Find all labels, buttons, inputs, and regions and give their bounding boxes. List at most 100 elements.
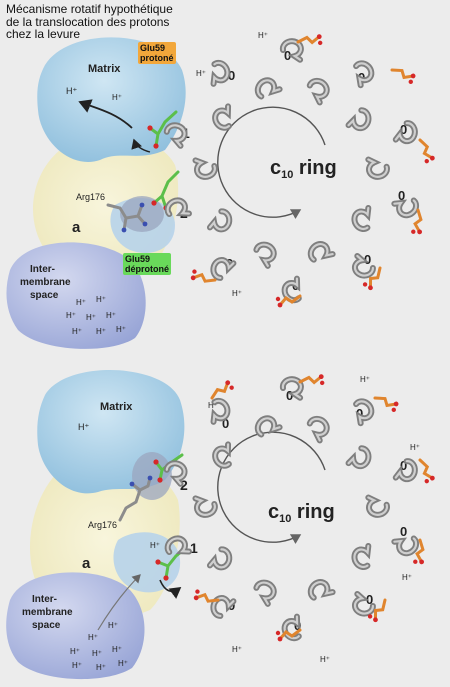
glu59-sidechain: [413, 538, 425, 565]
rotation-arrow-icon: [217, 106, 326, 220]
helix-icon: [353, 398, 375, 427]
caption-line-3: chez la levure: [6, 27, 81, 41]
bottom-site-1: 1: [190, 540, 198, 556]
helix-icon: [345, 107, 372, 132]
zero-label: 0: [364, 252, 371, 267]
helix-icon: [192, 157, 218, 180]
helix-icon: [163, 460, 188, 487]
bottom-ims-label-1: Inter-: [32, 594, 57, 605]
glu59-sidechain: [411, 208, 423, 235]
helix-icon: [279, 376, 304, 401]
helix-icon: [306, 415, 330, 444]
helix-icon: [351, 252, 376, 279]
top-c10-ring: [163, 34, 435, 308]
glu59-sidechain: [390, 68, 416, 85]
helix-icon: [351, 543, 372, 570]
glu59-sidechain: [373, 396, 399, 413]
bottom-half-channel-lower: [113, 532, 181, 593]
helix-icon: [345, 445, 372, 470]
proton-label: H⁺: [112, 93, 122, 102]
helix-icon: [210, 257, 237, 281]
helix-icon: [351, 590, 376, 617]
proton-label: H⁺: [196, 69, 206, 78]
proton-label: H⁺: [96, 663, 106, 672]
proton-arrow-small-icon: [131, 138, 151, 153]
ims-region: [6, 242, 146, 349]
proton-label: H⁺: [96, 327, 106, 336]
glu59-sidechain: [418, 138, 435, 164]
proton-label: H⁺: [66, 311, 76, 320]
helix-icon: [365, 156, 390, 180]
proton-label: H⁺: [76, 298, 86, 307]
glu59-sidechain: [210, 380, 234, 400]
glu59-sidechain: [418, 458, 435, 484]
helix-icon: [210, 397, 231, 425]
bottom-c10-ring: [163, 374, 435, 642]
proton-label: H⁺: [320, 655, 330, 664]
helix-icon: [281, 613, 302, 642]
bottom-ims-label-3: space: [32, 620, 61, 631]
zero-label: 0: [366, 592, 373, 607]
bottom-ring-label: c10 ring: [268, 501, 335, 525]
helix-icon: [206, 208, 233, 233]
proton-label: H⁺: [106, 311, 116, 320]
helix-icon: [164, 197, 192, 218]
helix-icon: [351, 205, 372, 232]
top-a-label: a: [72, 219, 81, 236]
proton-label: H⁺: [70, 647, 80, 656]
helix-icon: [392, 120, 418, 145]
proton-label: H⁺: [112, 645, 122, 654]
bottom-ims-label-2: membrane: [22, 607, 73, 618]
helix-icon: [210, 59, 231, 87]
helix-icon: [192, 495, 218, 518]
proton-label: H⁺: [410, 443, 420, 452]
helix-icon: [212, 103, 232, 131]
zero-label: 0: [400, 122, 407, 137]
glu59-protonated-tag-line-1: Glu59: [140, 43, 166, 53]
bottom-proton-entry-arrow-icon: [97, 574, 141, 631]
top-ims-label-3: space: [30, 290, 59, 301]
figure-caption: Mécanisme rotatif hypothétique de la tra…: [6, 3, 221, 41]
proton-label: H⁺: [72, 327, 82, 336]
glu59-deprotonated-tag-line-2: déprotoné: [125, 264, 169, 274]
top-arg-label: Arg176: [76, 192, 105, 202]
zero-label: 0: [286, 388, 293, 403]
matrix-region: [37, 37, 186, 162]
proton-label: H⁺: [402, 573, 412, 582]
top-ims-label-2: membrane: [20, 277, 71, 288]
glu59-sidechain: [275, 294, 302, 308]
helix-icon: [254, 77, 283, 100]
proton-label: H⁺: [108, 621, 118, 630]
helix-icon: [391, 197, 420, 219]
bottom-ims-region: [6, 572, 145, 680]
helix-icon: [164, 535, 192, 556]
proton-label: H⁺: [96, 295, 106, 304]
top-ims-label-1: Inter-: [30, 264, 55, 275]
helix-icon: [206, 546, 233, 571]
helix-icon: [306, 77, 330, 106]
proton-label: H⁺: [72, 661, 82, 670]
proton-label: H⁺: [116, 325, 126, 334]
glu59-sidechain: [298, 374, 325, 386]
helix-icon: [254, 415, 283, 438]
top-matrix-proton: H⁺: [66, 86, 77, 96]
glu59-deprotonated-tag-line-1: Glu59: [125, 254, 151, 264]
zero-label: 0: [222, 416, 229, 431]
zero-label: 0: [400, 458, 407, 473]
helix-icon: [392, 458, 418, 483]
glu59-sidechain: [190, 269, 217, 283]
helix-icon: [253, 579, 277, 607]
zero-label: 0: [228, 68, 235, 83]
proton-label: H⁺: [360, 375, 370, 384]
helix-icon: [307, 579, 336, 601]
top-panel: Matrix H⁺ a Arg176 Inter- membrane space…: [6, 31, 435, 349]
glu59-sidechain: [367, 598, 387, 623]
proton-label: H⁺: [88, 633, 98, 642]
caption-line-2: de la translocation des protons: [6, 14, 170, 29]
helix-icon: [353, 60, 375, 89]
helix-icon: [365, 494, 390, 518]
proton-label: H⁺: [86, 313, 96, 322]
helix-icon: [391, 535, 420, 557]
bottom-site-2: 2: [180, 477, 188, 493]
helix-icon: [212, 441, 232, 469]
